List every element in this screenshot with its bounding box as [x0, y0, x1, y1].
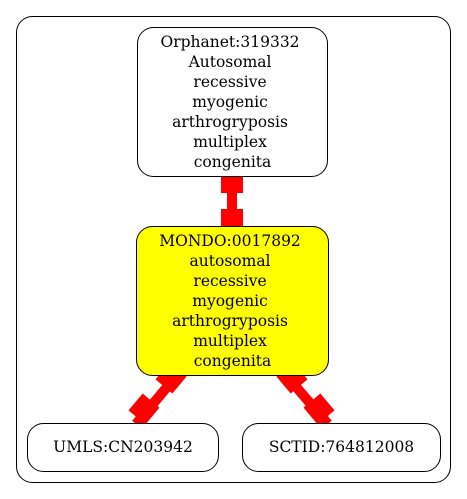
node-label-line: myogenic	[192, 93, 268, 111]
edge-head-marker	[128, 393, 160, 425]
node-umls[interactable]: UMLS:CN203942	[27, 423, 219, 472]
node-label-line: myogenic	[192, 292, 268, 310]
node-mondo[interactable]: MONDO:0017892 autosomal recessive myogen…	[136, 226, 329, 376]
edge-mondo-to-umls	[128, 362, 187, 428]
node-label: Orphanet:319332 Autosomal recessive myog…	[161, 33, 305, 171]
node-box	[137, 27, 328, 177]
node-label-line: recessive	[193, 272, 266, 290]
node-box	[136, 226, 329, 376]
node-label-line: Orphanet:319332	[161, 33, 300, 51]
node-label: UMLS:CN203942	[53, 438, 193, 456]
node-orphanet[interactable]: Orphanet:319332 Autosomal recessive myog…	[137, 27, 328, 177]
node-sctid[interactable]: SCTID:764812008	[242, 423, 441, 472]
edge-head-marker	[221, 209, 243, 231]
edge-orphanet-to-mondo	[221, 171, 243, 231]
node-label-line: recessive	[193, 73, 266, 91]
node-label-line: Autosomal	[188, 53, 272, 71]
node-label: MONDO:0017892 autosomal recessive myogen…	[159, 232, 305, 370]
node-box	[27, 423, 219, 472]
cluster-box	[16, 16, 451, 483]
node-label-line: multiplex	[193, 133, 267, 151]
node-label-line: arthrogryposis	[172, 113, 288, 131]
node-box	[242, 423, 441, 472]
node-label-line: congenita	[194, 352, 272, 370]
node-label: SCTID:764812008	[269, 438, 414, 456]
node-label-line: congenita	[194, 153, 272, 171]
edge-head-marker	[303, 393, 335, 425]
node-label-line: multiplex	[193, 332, 267, 350]
node-label-line: autosomal	[190, 252, 271, 270]
node-label-line: MONDO:0017892	[159, 232, 301, 250]
node-label-line: arthrogryposis	[172, 312, 288, 330]
